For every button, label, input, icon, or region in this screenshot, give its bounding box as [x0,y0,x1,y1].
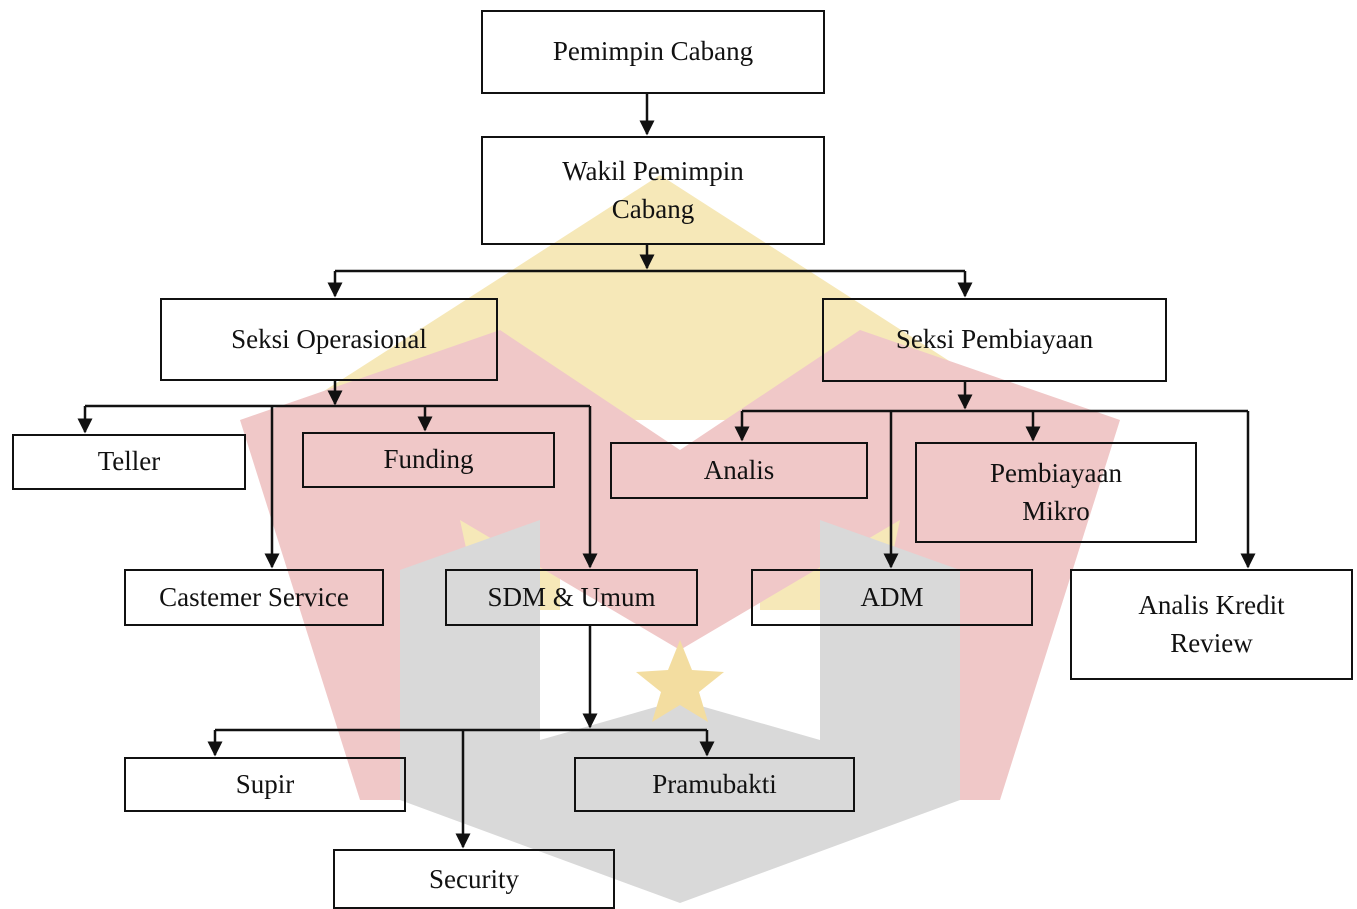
node-supir: Supir [124,757,406,812]
node-security: Security [333,849,615,909]
node-pramubakti: Pramubakti [574,757,855,812]
node-seksi-pembiayaan: Seksi Pembiayaan [822,298,1167,382]
node-castemer-service: Castemer Service [124,569,384,626]
node-pemimpin-cabang: Pemimpin Cabang [481,10,825,94]
node-funding: Funding [302,432,555,488]
node-sdm-umum: SDM & Umum [445,569,698,626]
node-pembiayaan-mikro: Pembiayaan Mikro [915,442,1197,543]
watermark-star-shape [636,640,724,722]
node-seksi-operasional: Seksi Operasional [160,298,498,381]
node-wakil-pemimpin-cabang: Wakil Pemimpin Cabang [481,136,825,245]
node-analis-kredit-review: Analis Kredit Review [1070,569,1353,680]
node-adm: ADM [751,569,1033,626]
node-teller: Teller [12,434,246,490]
node-analis: Analis [610,442,868,499]
watermark-gray-shape [400,520,960,903]
